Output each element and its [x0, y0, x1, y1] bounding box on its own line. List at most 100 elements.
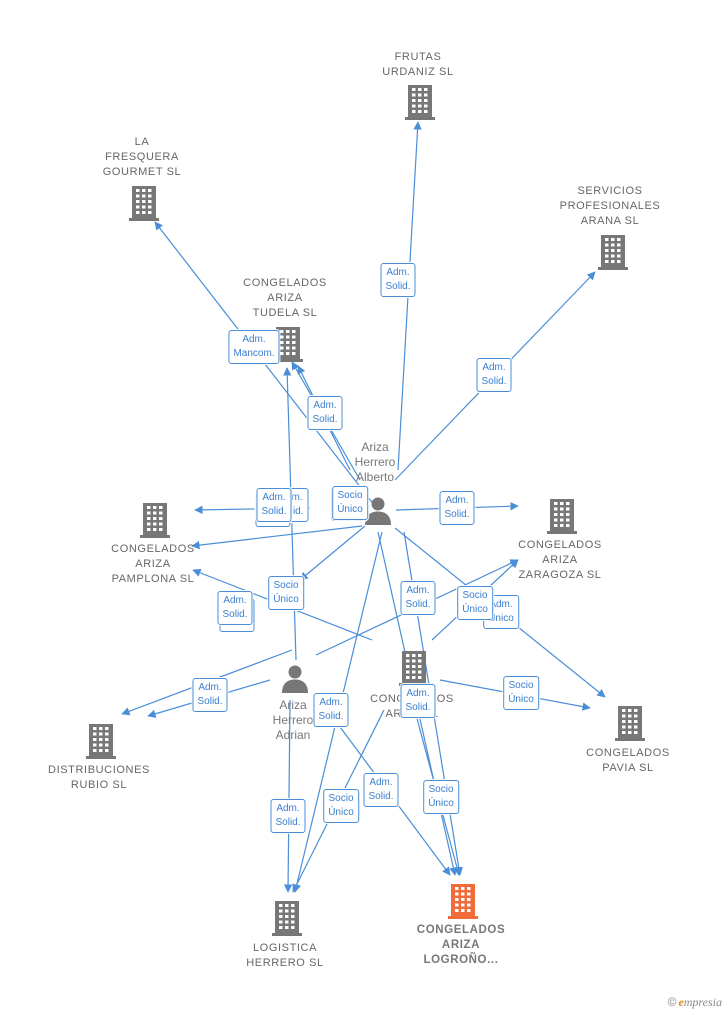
role-badge[interactable]: Adm.Solid. [256, 488, 292, 522]
role-badge-line: Solid. [318, 711, 344, 722]
role-badge-line: Mancom. [233, 348, 275, 359]
role-badge-line: Solid. [275, 817, 301, 828]
company-label-line: ARIZA [441, 939, 481, 951]
role-badge-line: Socio [462, 590, 488, 601]
role-badge[interactable]: Adm.Solid. [363, 773, 399, 807]
role-badge[interactable]: Adm. Solid. [380, 263, 416, 297]
person-label-line: Ariza [279, 698, 307, 712]
company-label-line: ZARAGOZA SL [518, 569, 602, 581]
role-badge[interactable]: Adm. Solid. [313, 693, 349, 727]
role-badge[interactable]: Adm.Solid. [476, 358, 512, 392]
role-badge-line: Adm. [386, 267, 410, 278]
role-badge-line: Único [488, 613, 514, 624]
company-label-line: DISTRIBUCIONES [48, 764, 150, 776]
person-label-line: Ariza [361, 440, 389, 454]
person-label-line: Alberto [355, 470, 395, 484]
role-badge[interactable]: Adm.Solid. [400, 581, 436, 615]
building-icon[interactable] [398, 650, 430, 686]
credit: ©empresia [668, 995, 722, 1010]
role-badge-line: Solid. [385, 281, 411, 292]
company-label-line: CONGELADOS [111, 543, 195, 555]
brand-initial: e [678, 995, 684, 1009]
company-label-logrono[interactable]: CONGELADOS ARIZA LOGROÑO... [417, 923, 505, 968]
person-label-line: Adrian [275, 728, 311, 742]
company-label-pamplona[interactable]: CONGELADOS ARIZA PAMPLONA SL [111, 542, 195, 587]
company-label-line: RUBIO SL [70, 779, 128, 791]
company-label-line: CONGELADOS [586, 747, 670, 759]
company-label-line: CONGELADOS [518, 539, 602, 551]
company-label-line: URDANIZ SL [382, 66, 454, 78]
company-label-line: ARIZA [542, 554, 578, 566]
company-label-line: ARIZA [135, 558, 171, 570]
role-badge-line: Único [273, 594, 299, 605]
role-badge-line: Adm. [262, 492, 286, 503]
company-label-line: FRESQUERA [105, 151, 179, 163]
role-badge-line: Adm. [319, 697, 343, 708]
relation-edge [191, 525, 363, 550]
company-label-rubio[interactable]: DISTRIBUCIONES RUBIO SL [48, 763, 150, 793]
role-badge-line: Socio [508, 680, 534, 691]
company-label-line: CONGELADOS [243, 277, 327, 289]
building-icon[interactable] [271, 900, 303, 936]
role-badge-line: Adm. [198, 682, 222, 693]
role-badge-line: Adm. [445, 495, 469, 506]
building-icon[interactable] [597, 234, 629, 270]
building-icon[interactable] [546, 498, 578, 534]
company-label-line: PROFESIONALES [559, 200, 661, 212]
role-badge-line: Socio [428, 784, 454, 795]
role-badge[interactable]: Adm.Solid. [439, 491, 475, 525]
role-badge[interactable]: Adm.Solid. [217, 591, 253, 625]
role-badge-line: Adm. [276, 803, 300, 814]
company-label-line: PAMPLONA SL [111, 573, 195, 585]
role-badge[interactable]: Adm. Solid. [270, 799, 306, 833]
building-icon[interactable] [614, 705, 646, 741]
copyright-symbol: © [667, 995, 677, 1009]
role-badge-line: Adm. [242, 334, 266, 345]
company-label-zaragoza[interactable]: CONGELADOS ARIZA ZARAGOZA SL [518, 538, 602, 583]
role-badge-line: Solid. [405, 599, 431, 610]
role-badge[interactable]: Adm.Solid. [192, 678, 228, 712]
building-icon[interactable] [447, 883, 479, 919]
company-label-line: CONGELADOS [416, 924, 506, 936]
building-icon[interactable] [128, 185, 160, 221]
role-badge-line: Único [328, 807, 354, 818]
company-label-line: TUDELA SL [252, 307, 318, 319]
building-icon[interactable] [272, 326, 304, 362]
company-label-line: GOURMET SL [102, 166, 182, 178]
building-icon[interactable] [139, 502, 171, 538]
relation-edge [283, 699, 293, 893]
role-badge[interactable]: Adm. Mancom. [228, 330, 280, 364]
role-badge[interactable]: Adm.Solid. [307, 396, 343, 430]
building-icon[interactable] [404, 84, 436, 120]
role-badge-line: Socio [273, 580, 299, 591]
role-badge-line: Solid. [481, 376, 507, 387]
role-badge-line: Único [337, 504, 363, 515]
person-label-line: Herrero [354, 455, 396, 469]
relation-edge [154, 221, 379, 511]
role-badge-line: Socio [337, 490, 363, 501]
role-badge-line: Socio [328, 793, 354, 804]
company-label-line: LOGROÑO... [423, 954, 499, 966]
person-icon[interactable] [280, 663, 310, 693]
role-badge-line: Adm. [223, 595, 247, 606]
role-badge[interactable]: Adm.Solid. [400, 684, 436, 718]
building-icon[interactable] [85, 723, 117, 759]
relation-edge [299, 525, 366, 581]
company-label-line: HERRERO SL [246, 957, 324, 969]
person-icon[interactable] [363, 495, 393, 525]
